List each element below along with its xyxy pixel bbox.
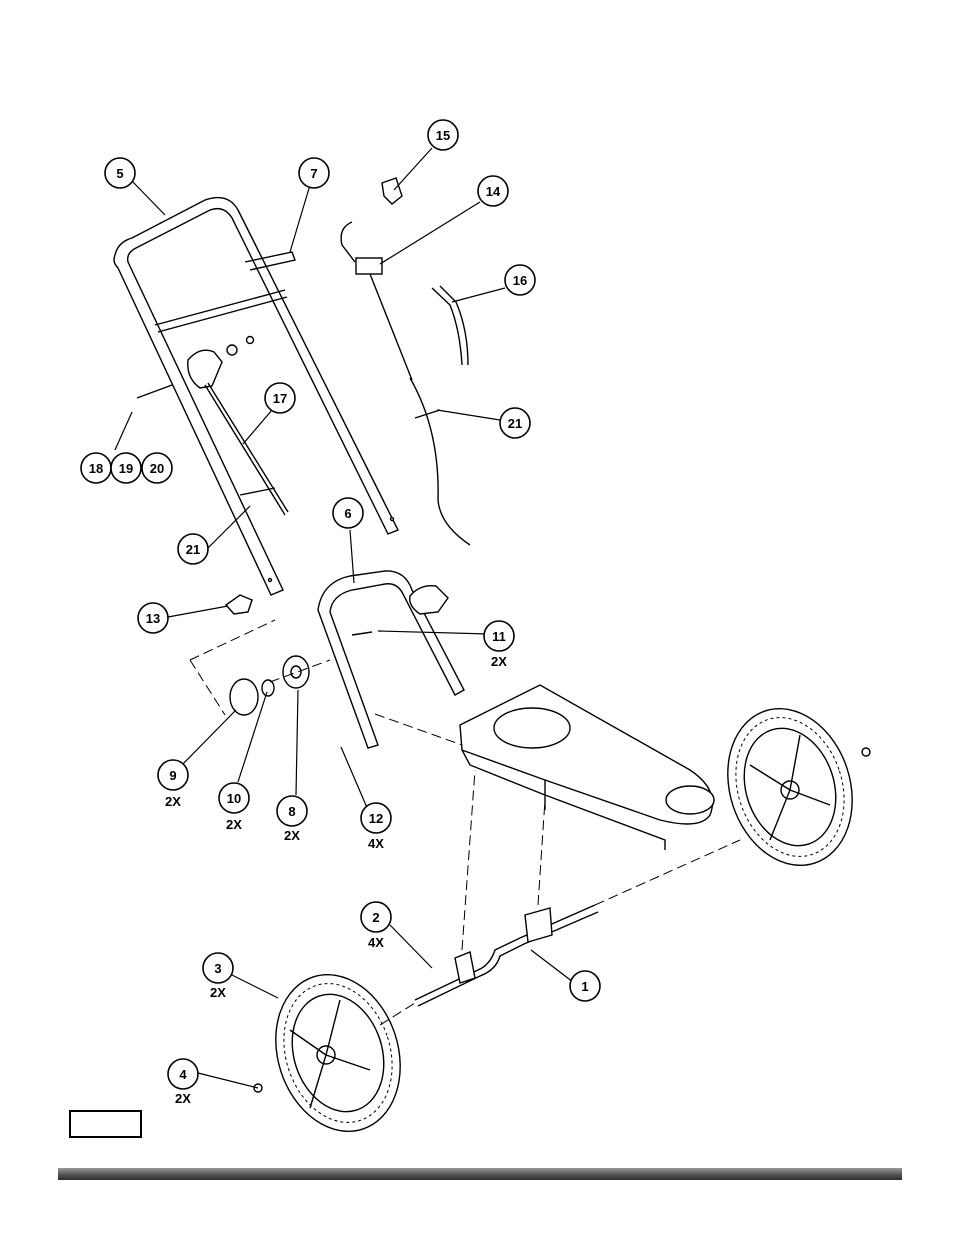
qty-2: 4X [368, 935, 384, 950]
callout-21-lower: 21 [177, 533, 209, 565]
throttle-control [136, 335, 289, 516]
qty-4: 2X [175, 1091, 191, 1106]
callout-1: 1 [569, 970, 601, 1002]
callout-11: 11 [483, 620, 515, 652]
callout-21-upper: 21 [499, 407, 531, 439]
callout-8: 8 [276, 795, 308, 827]
callout-10: 10 [218, 782, 250, 814]
wheel-right [594, 707, 871, 906]
quantity-labels: 2X 2X 2X 2X 4X 4X 2X 2X [165, 654, 507, 1106]
callout-3: 3 [202, 952, 234, 984]
callout-12: 12 [360, 802, 392, 834]
svg-text:13: 13 [146, 611, 160, 626]
qty-12: 4X [368, 836, 384, 851]
page-number-box [69, 1110, 142, 1138]
qty-3: 2X [210, 985, 226, 1000]
svg-text:8: 8 [288, 804, 295, 819]
wheel-left [253, 973, 416, 1133]
svg-text:19: 19 [119, 461, 133, 476]
callout-14: 14 [477, 175, 509, 207]
qty-10: 2X [226, 817, 242, 832]
callout-6: 6 [332, 497, 364, 529]
qty-9: 2X [165, 794, 181, 809]
callout-18: 18 [80, 452, 112, 484]
callout-13: 13 [137, 602, 169, 634]
callout-16: 16 [504, 264, 536, 296]
svg-text:16: 16 [513, 273, 527, 288]
callout-4: 4 [167, 1058, 199, 1090]
handle-knob-parts [189, 594, 331, 716]
svg-text:4: 4 [179, 1067, 187, 1082]
svg-text:7: 7 [310, 166, 317, 181]
svg-text:6: 6 [344, 506, 351, 521]
upper-handle [113, 196, 399, 596]
svg-text:17: 17 [273, 391, 287, 406]
lower-handle [317, 570, 465, 749]
svg-text:9: 9 [169, 768, 176, 783]
callout-17: 17 [264, 382, 296, 414]
qty-11: 2X [491, 654, 507, 669]
svg-text:1: 1 [581, 979, 588, 994]
svg-text:20: 20 [150, 461, 164, 476]
callout-20: 20 [141, 452, 173, 484]
callout-19: 19 [110, 452, 142, 484]
mower-deck [374, 684, 715, 850]
leader-lines [114, 147, 574, 1089]
svg-text:2: 2 [372, 910, 379, 925]
callout-7: 7 [298, 157, 330, 189]
axle [414, 769, 599, 1007]
svg-text:3: 3 [214, 961, 221, 976]
svg-text:21: 21 [186, 542, 200, 557]
cable-assembly [340, 177, 471, 546]
svg-text:14: 14 [486, 184, 501, 199]
svg-text:11: 11 [492, 629, 506, 644]
svg-text:5: 5 [116, 166, 123, 181]
svg-text:10: 10 [227, 791, 241, 806]
callout-5: 5 [104, 157, 136, 189]
svg-text:18: 18 [89, 461, 103, 476]
svg-text:21: 21 [508, 416, 522, 431]
footer-rule [58, 1168, 902, 1180]
callout-15: 15 [427, 119, 459, 151]
callouts: 5 7 15 14 16 17 18 19 20 21 21 6 13 11 9… [80, 119, 601, 1090]
qty-8: 2X [284, 828, 300, 843]
callout-9: 9 [157, 759, 189, 791]
svg-text:12: 12 [369, 811, 383, 826]
svg-text:15: 15 [436, 128, 450, 143]
callout-2: 2 [360, 901, 392, 933]
